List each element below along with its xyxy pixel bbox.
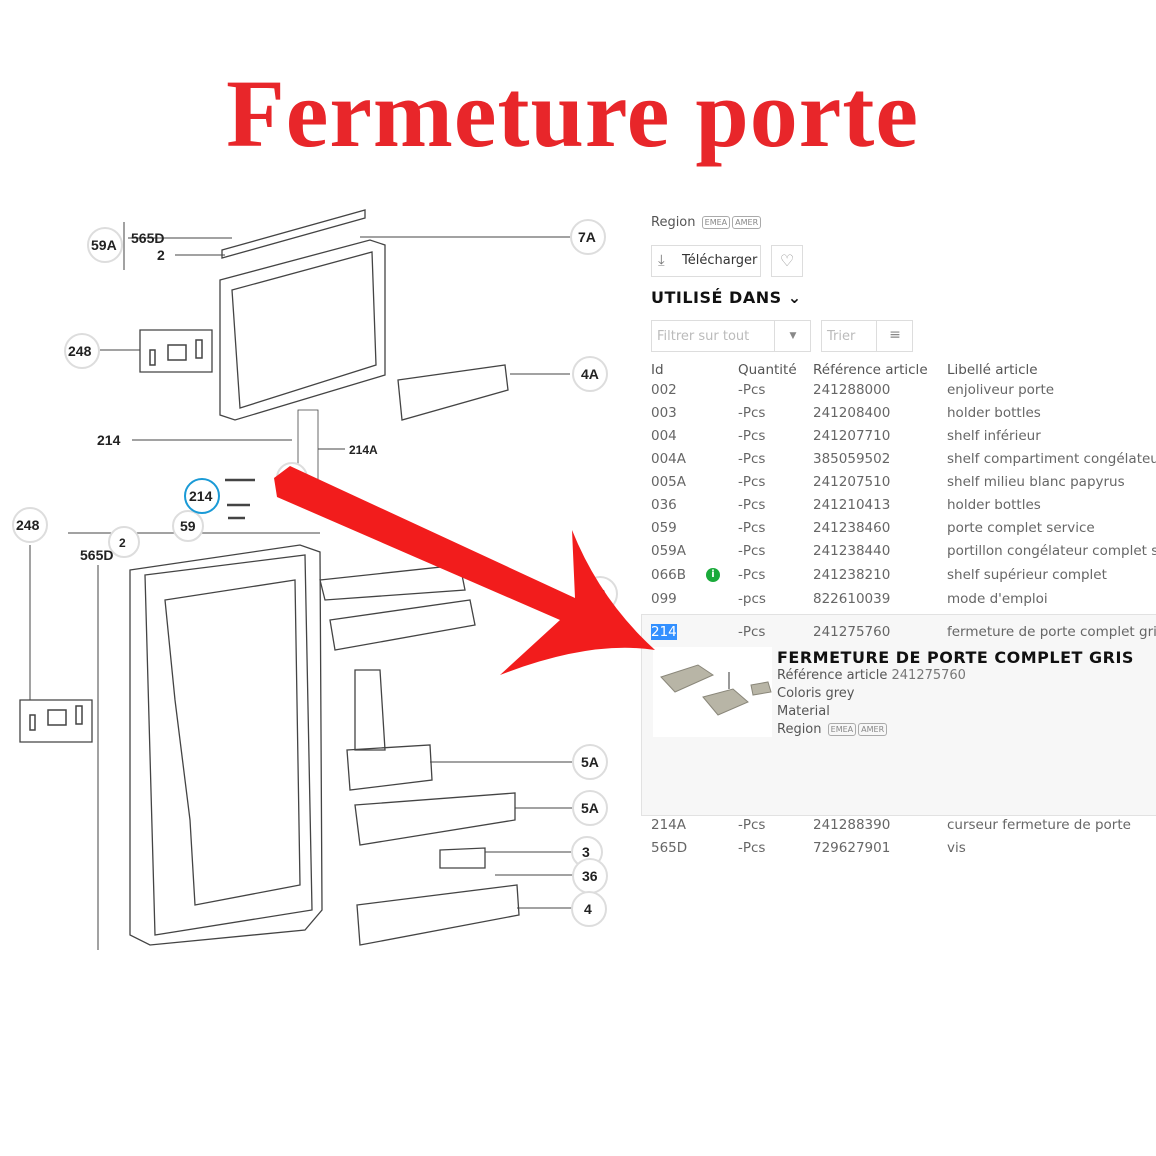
sort-icon[interactable]: ≡ [876,321,913,351]
favorite-heart-icon[interactable]: ♡ [771,245,803,277]
product-image [653,647,772,737]
row-qty: -Pcs [738,567,766,583]
row-id: 003 [651,405,677,421]
row-ref: 822610039 [813,591,891,607]
filter-input[interactable]: Filtrer sur tout ▼ [651,320,811,352]
row-ref: 241210413 [813,497,891,513]
row-ref: 241238460 [813,520,891,536]
page-title: Fermeture porte [226,60,919,167]
row-label: vis [947,840,966,856]
callout-59A: 59A [91,237,117,253]
sort-input[interactable]: Trier ≡ [821,320,913,352]
callout-2b: 2 [119,536,126,550]
detail-material: Material [777,704,830,719]
callout-248: 248 [68,343,92,359]
callout-6B: 6B [588,586,606,602]
row-id: 059A [651,543,687,559]
detail-title: FERMETURE DE PORTE COMPLET GRIS [777,648,1134,667]
row-ref: 241238440 [813,543,891,559]
chevron-down-icon: ⌄ [787,288,802,307]
row-id: 004 [651,428,677,444]
row-id: 005A [651,474,687,490]
row-id: 059 [651,520,677,536]
row-id: 099 [651,591,677,607]
row-label: holder bottles [947,405,1041,421]
row-id: 214A [651,817,687,833]
row-ref: 241207510 [813,474,891,490]
row-label: shelf inférieur [947,428,1041,444]
row-qty: -Pcs [738,543,766,559]
col-label: Libellé article [947,362,1038,378]
row-label: porte complet service [947,520,1095,536]
row-ref: 385059502 [813,451,891,467]
row-qty: -pcs [738,591,766,607]
row-qty: -Pcs [738,520,766,536]
row-label: portillon congélateur complet serv [947,543,1156,559]
region-label: Region [651,215,696,230]
callout-59: 59 [180,518,196,534]
row-ref: 241208400 [813,405,891,421]
callout-214: 214 [97,432,121,448]
row-id: 565D [651,840,688,856]
callout-3: 3 [582,844,590,860]
row-id: 004A [651,451,687,467]
row-qty: -Pcs [738,840,766,856]
callout-214-highlight: 214 [189,488,213,504]
detail-color: Coloris grey [777,686,855,701]
detail-ref: Référence article 241275760 [777,668,966,683]
col-ref: Référence article [813,362,928,378]
row-qty: -Pcs [738,382,766,398]
row-ref: 729627901 [813,840,891,856]
row-id: 036 [651,497,677,513]
region-tag-emea: EMEA [701,216,731,229]
exploded-diagram: 59A 565D 2 7A 248 4A 214 214A 214 59 248… [12,209,618,950]
callout-214A: 214A [349,443,378,457]
region-tag-amer: AMER [732,216,762,229]
col-qty: Quantité [738,362,797,378]
row-ref: 241288390 [813,817,891,833]
row-ref: 241207710 [813,428,891,444]
row-ref: 241238210 [813,567,891,583]
row-qty: -Pcs [738,624,766,640]
row-label: curseur fermeture de porte [947,817,1131,833]
callout-565Db: 565D [80,547,113,563]
callout-248b: 248 [16,517,40,533]
callout-4: 4 [584,901,592,917]
col-id: Id [651,362,664,378]
used-in-toggle[interactable]: UTILISÉ DANS ⌄ [651,288,802,307]
row-id: 066B [651,567,687,583]
row-label: enjoliveur porte [947,382,1055,398]
row-qty: -Pcs [738,497,766,513]
row-label: mode d'emploi [947,591,1048,607]
row-qty: -Pcs [738,428,766,444]
row-label: shelf milieu blanc papyrus [947,474,1125,490]
row-label: holder bottles [947,497,1041,513]
download-button[interactable]: ⤓ Télécharger [651,245,761,277]
dropdown-arrow-icon[interactable]: ▼ [774,321,811,351]
row-id: 214 [651,624,677,640]
callout-4A: 4A [581,366,599,382]
row-qty: -Pcs [738,405,766,421]
row-label: shelf compartiment congélateur b [947,451,1156,467]
row-ref: 241288000 [813,382,891,398]
row-label: fermeture de porte complet gris [947,624,1156,640]
row-id: 002 [651,382,677,398]
row-qty: -Pcs [738,451,766,467]
section-title: UTILISÉ DANS [651,288,782,307]
row-qty: -Pcs [738,817,766,833]
callout-5Ab: 5A [581,800,599,816]
callout-565D: 565D [131,230,164,246]
row-qty: -Pcs [738,474,766,490]
row-ref: 241275760 [813,624,891,640]
callout-2: 2 [157,247,165,263]
download-icon: ⤓ [658,251,665,269]
row-label: shelf supérieur complet [947,567,1107,583]
callout-5A: 5A [581,754,599,770]
info-icon[interactable]: i [706,568,720,582]
callout-36: 36 [582,868,598,884]
callout-7A: 7A [578,229,596,245]
